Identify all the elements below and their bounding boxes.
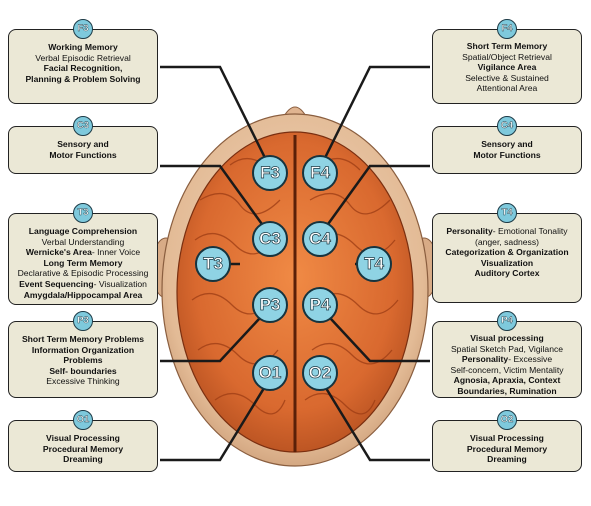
region-box-t3: Language Comprehension Verbal Understand… bbox=[8, 213, 158, 305]
node-o1: O1 bbox=[252, 355, 288, 391]
region-tag-o1: O1 bbox=[73, 410, 93, 430]
region-box-p3: Short Term Memory Problems Information O… bbox=[8, 321, 158, 398]
node-p4: P4 bbox=[302, 287, 338, 323]
region-tag-c4: C4 bbox=[497, 116, 517, 136]
region-tag-o2: O2 bbox=[497, 410, 517, 430]
region-tag-c3: C3 bbox=[73, 116, 93, 136]
region-tag-t4: T4 bbox=[497, 203, 517, 223]
region-box-f4: Short Term Memory Spatial/Object Retriev… bbox=[432, 29, 582, 104]
node-c3: C3 bbox=[252, 221, 288, 257]
node-t3: T3 bbox=[195, 246, 231, 282]
node-o2: O2 bbox=[302, 355, 338, 391]
region-tag-t3: T3 bbox=[73, 203, 93, 223]
region-box-f3: Working Memory Verbal Episodic Retrieval… bbox=[8, 29, 158, 104]
node-c4: C4 bbox=[302, 221, 338, 257]
region-box-p4: Visual processing Spatial Sketch Pad, Vi… bbox=[432, 321, 582, 398]
node-f4: F4 bbox=[302, 155, 338, 191]
region-tag-f3: F3 bbox=[73, 19, 93, 39]
node-p3: P3 bbox=[252, 287, 288, 323]
node-t4: T4 bbox=[356, 246, 392, 282]
region-tag-p4: P4 bbox=[497, 311, 517, 331]
region-tag-f4: F4 bbox=[497, 19, 517, 39]
region-box-t4: Personality- Emotional Tonality (anger, … bbox=[432, 213, 582, 303]
region-box-o1: Visual Processing Procedural Memory Drea… bbox=[8, 420, 158, 472]
region-tag-p3: P3 bbox=[73, 311, 93, 331]
node-f3: F3 bbox=[252, 155, 288, 191]
